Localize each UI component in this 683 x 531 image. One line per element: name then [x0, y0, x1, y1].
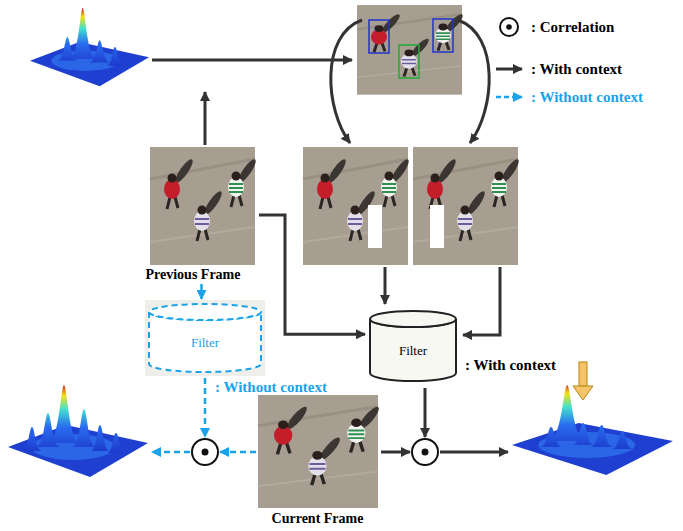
flow-arrow: [152, 20, 508, 452]
flow-arrow: [440, 451, 508, 454]
frame-node: Previous Frame: [128, 147, 258, 283]
flow-arrow: [463, 267, 500, 335]
response-surface: [590, 425, 613, 447]
correlation-symbol: [412, 439, 438, 465]
filter-cylinder: Filter: [366, 307, 460, 385]
current-frame-image: [258, 395, 382, 508]
detection-box: [433, 19, 453, 52]
legend-arrow: [496, 68, 522, 71]
filter-cylinder: Filter: [145, 300, 265, 376]
response-surface: [8, 425, 148, 477]
legend-sample: [495, 58, 525, 80]
flow-connector: [200, 284, 203, 299]
response-surface: [540, 427, 563, 447]
response-surface: [57, 37, 77, 61]
highlight-arrow: [573, 362, 593, 400]
context-label: : Without context: [215, 379, 327, 395]
response-surface: [573, 423, 594, 445]
correlation-symbol: [192, 439, 218, 465]
flow-arrow: [458, 20, 489, 143]
legend-text: : Correlation: [531, 18, 614, 36]
mask-patch: [368, 205, 382, 248]
flow-arrow: [424, 388, 427, 437]
response-surface: [612, 431, 633, 449]
context-label: : With context: [465, 357, 556, 373]
flow-arrow: [384, 267, 387, 304]
flow-arrow: [381, 451, 410, 454]
response-surface: [90, 40, 110, 62]
response-surface: [107, 433, 125, 453]
legend-arrow: [496, 96, 522, 99]
filter-label: Filter: [191, 335, 219, 351]
filter-panel: [145, 300, 265, 376]
response-surface: [69, 8, 96, 59]
flow-arrow: [152, 59, 352, 62]
legend-row: : With context: [495, 58, 622, 80]
response-surface: [90, 425, 110, 451]
correlation-symbol: [422, 449, 429, 456]
masked-frame-image: [413, 147, 521, 265]
response-surface: [8, 385, 148, 477]
frame-node: Current Frame: [250, 395, 385, 527]
detection-image: [357, 5, 465, 95]
flow-arrow-dashed: [204, 378, 207, 437]
legend-text: : Without context: [531, 88, 643, 106]
filter-label: Filter: [399, 343, 427, 359]
mask-patch: [430, 205, 444, 248]
correlation-symbol: [202, 449, 209, 456]
legend-text: : With context: [531, 60, 622, 78]
legend-row: : Without context: [495, 86, 643, 108]
highlight-arrow: [573, 386, 593, 400]
cylinder-top: [149, 304, 261, 320]
cylinder-top: [370, 311, 456, 327]
response-surface: [512, 385, 673, 475]
detection-box: [369, 19, 453, 78]
flow-arrow: [331, 20, 362, 143]
flow-arrow: [204, 92, 207, 145]
detection-box: [369, 20, 389, 53]
response-surface: [22, 427, 42, 451]
legend-row: : Correlation: [495, 16, 614, 38]
response-surface: [72, 409, 96, 447]
correlation-symbol: [500, 18, 518, 36]
cylinder-body: [370, 319, 456, 381]
previous-frame-image: [150, 147, 258, 265]
response-surface: [107, 47, 124, 66]
response-surface: [30, 8, 149, 86]
frame-caption: Current Frame: [272, 511, 364, 527]
detection-box: [399, 45, 419, 78]
cylinder-body: [149, 312, 261, 372]
flow-connector: [259, 215, 365, 334]
legend-sample: [495, 86, 525, 108]
response-surface: [512, 423, 673, 475]
response-surface: [36, 413, 60, 447]
frame-caption: Previous Frame: [146, 267, 241, 283]
correlation-symbol: [192, 439, 218, 465]
highlight-arrow: [579, 362, 587, 386]
flow-arrow-dashed: [220, 451, 256, 454]
masked-frame-image: [303, 147, 411, 265]
correlation-symbol: [506, 24, 512, 30]
flow-arrow-dashed: [152, 451, 190, 454]
correlation-symbol: [412, 439, 438, 465]
legend-sample: [495, 16, 525, 38]
